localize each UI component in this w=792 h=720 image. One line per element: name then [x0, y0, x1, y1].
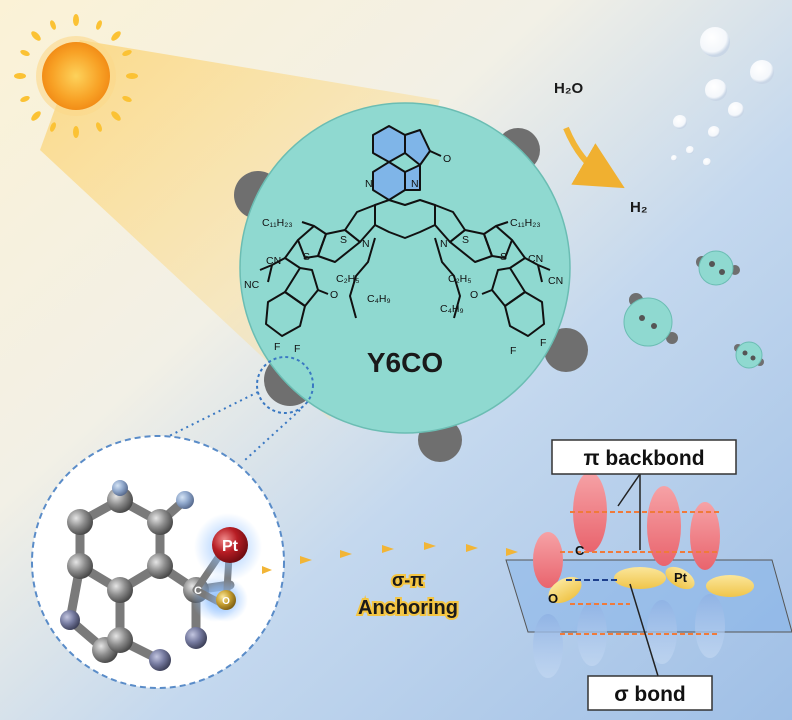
orbital-lobe [647, 600, 677, 664]
cn-label: CN [548, 275, 563, 287]
hydrogen-label: H₂ [630, 199, 648, 216]
zoom-source-circle [256, 356, 314, 414]
orbital-lobe [533, 532, 563, 588]
f-label: F [510, 345, 516, 357]
orbital-pt-label: Pt [674, 570, 688, 585]
f-label: F [274, 341, 280, 353]
orbital-diagram: O C Pt [505, 472, 792, 678]
pi-backbond-callout: π backbond [551, 439, 737, 475]
molecule-name: Y6CO [367, 347, 443, 378]
sun-icon [14, 14, 138, 138]
s-label: S [303, 251, 310, 263]
cn-label: CN [266, 255, 281, 267]
pt-atom [212, 527, 248, 563]
o-atom [216, 590, 236, 610]
anchoring-label-line1: σ-π [392, 570, 424, 590]
pi-backbond-label: π backbond [583, 447, 704, 470]
orbital-lobe [647, 486, 681, 566]
cn-label: CN [528, 253, 543, 265]
h2-bubbles [671, 27, 774, 166]
orbital-o-label: O [548, 591, 558, 606]
s-label: S [462, 234, 469, 246]
o-atom-label: O [222, 596, 230, 607]
s-label: S [500, 251, 507, 263]
n-label: N [411, 178, 419, 190]
zoom-panel: Pt C O [31, 435, 285, 689]
anchoring-label-line2: Anchoring [358, 597, 458, 619]
n-label: N [365, 178, 373, 190]
orbital-lobe [695, 594, 725, 658]
small-particles [623, 250, 764, 369]
ethyl-left-label: C₂H₅ [336, 273, 359, 285]
pt-atom-label: Pt [222, 538, 239, 555]
zoom-guide-line [59, 391, 259, 491]
carbonyl-o-right: O [470, 289, 478, 301]
y6co-particle [239, 102, 571, 434]
structure-atom-labels: O N N S S S S N N C₁₁H₂₃ C₁₁H₂₃ C₂H₅ C₂H… [244, 153, 563, 357]
s-label: S [340, 234, 347, 246]
y6co-structure [259, 125, 551, 337]
f-label: F [540, 337, 546, 349]
ethyl-right-label: C₂H₅ [448, 273, 471, 285]
anchoring-arrows [262, 542, 518, 574]
c-atom-label: C [194, 585, 202, 597]
sigma-bond-label: σ bond [614, 683, 686, 706]
sigma-bond-callout: σ bond [587, 675, 713, 711]
alkyl-right-label: C₁₁H₂₃ [510, 217, 541, 229]
butyl-left-label: C₄H₉ [367, 293, 391, 305]
reaction-arrow [563, 126, 625, 189]
nc-label: NC [244, 279, 260, 291]
zoom-guide-line [244, 409, 301, 461]
n-label: N [362, 238, 370, 250]
water-label: H₂O [554, 80, 583, 97]
orbital-lobe [614, 567, 666, 589]
alkyl-left-label: C₁₁H₂₃ [262, 217, 293, 229]
carbonyl-o-left: O [330, 289, 338, 301]
n-label: N [440, 238, 448, 250]
orbital-lobe [665, 566, 695, 590]
butyl-right-label: C₄H₉ [440, 303, 464, 315]
f-label: F [294, 343, 300, 355]
carbonyl-o-top: O [443, 153, 451, 165]
orbital-c-label: C [575, 543, 585, 558]
orbital-lobe [533, 614, 563, 678]
orbital-lobe [706, 575, 754, 597]
orbital-lobe [548, 576, 582, 604]
